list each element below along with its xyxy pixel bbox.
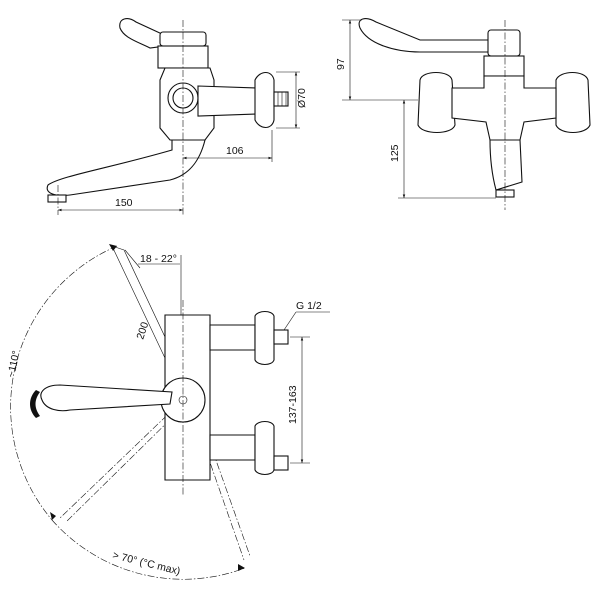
lever-length-label: 200 (134, 320, 151, 341)
escutcheon-left (417, 71, 456, 134)
swing-arc-upper (10, 245, 118, 521)
cartridge-collar (483, 55, 525, 77)
spout (46, 139, 206, 197)
reach-spout-label: 150 (115, 197, 133, 209)
front-view: 97 125 (335, 18, 591, 210)
swing-arc-lower (51, 519, 246, 580)
diameter-label: Ø70 (296, 88, 308, 108)
inlet-thread-label: G 1/2 (296, 300, 322, 312)
escutcheon (254, 71, 275, 129)
lever-angle-label: 18 - 22° (140, 253, 177, 265)
cartridge-front (487, 29, 521, 57)
lower-thread (273, 455, 289, 471)
upper-arm (209, 324, 256, 351)
lower-arm (209, 434, 256, 461)
front-spout (489, 139, 523, 191)
centres-label: 137-163 (287, 385, 299, 424)
escutcheon-right (555, 71, 591, 134)
lever-paddle (119, 18, 166, 49)
rotation-min-label: > 70° (°C max) (111, 549, 181, 577)
lever-paddle-front (358, 18, 491, 53)
upper-thread (273, 329, 289, 345)
lower-escutcheon (254, 420, 275, 476)
height-top-label: 97 (335, 58, 347, 70)
main-lever (40, 384, 173, 412)
rotation-arrow (30, 390, 40, 418)
height-body-label: 125 (389, 144, 401, 162)
upper-escutcheon (254, 310, 275, 366)
rotation-label: ~110° (5, 350, 22, 379)
connector-arm (197, 85, 259, 117)
reach-body-label: 106 (226, 145, 244, 157)
spout-outlet (47, 194, 67, 203)
top-view: 18 - 22° 200 G 1/2 137-163 ~110° > (5, 244, 330, 580)
front-body (451, 75, 557, 141)
thread-stub (273, 91, 289, 107)
side-view: Ø70 106 150 (46, 18, 308, 215)
